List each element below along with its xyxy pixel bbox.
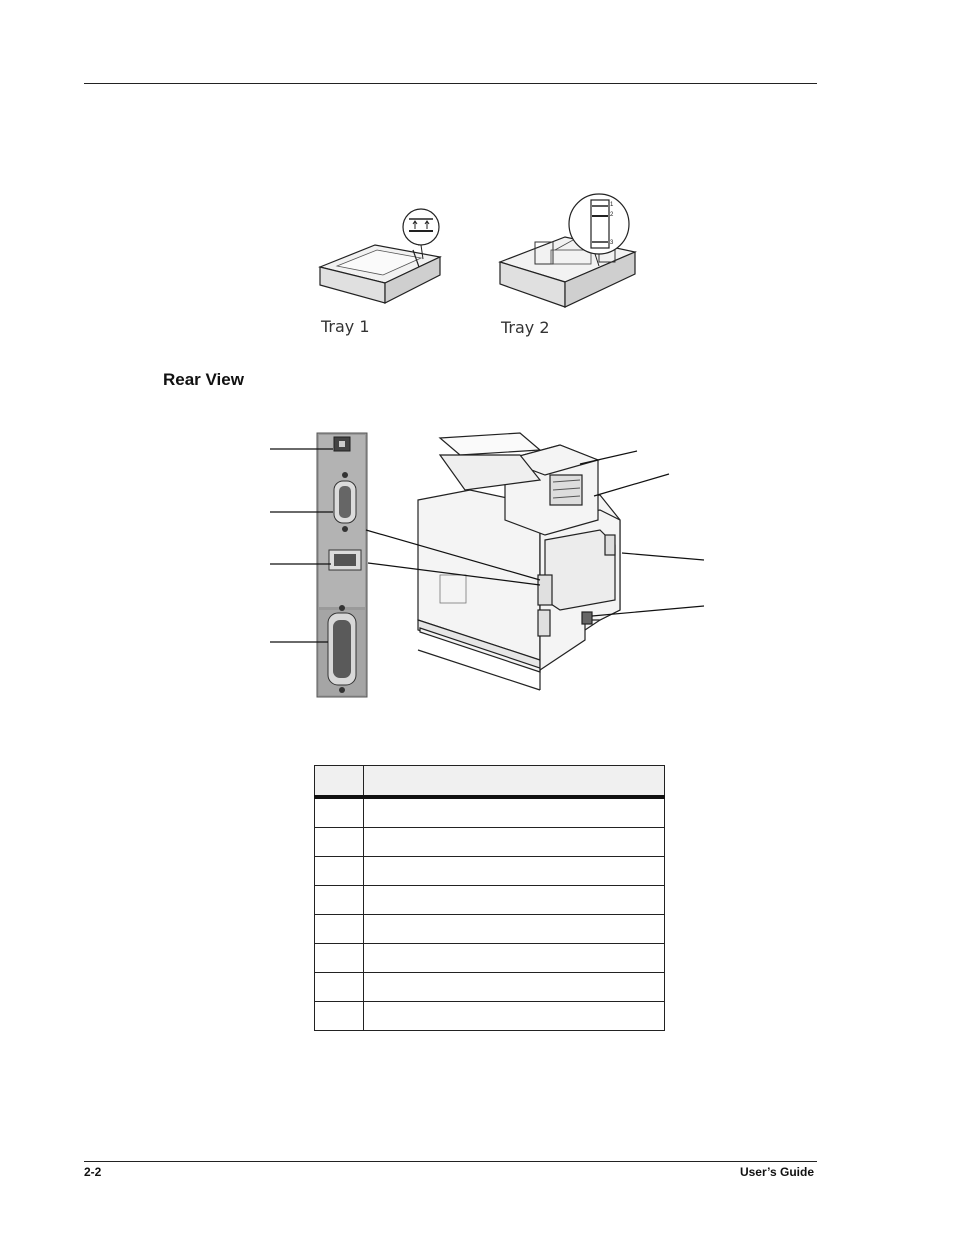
table-row <box>314 1001 665 1031</box>
table-row <box>314 827 665 857</box>
table-row <box>314 796 665 828</box>
table-cell <box>314 796 364 828</box>
tray2-guide-number-1: 1 <box>610 202 614 208</box>
section-title-rear-view: Rear View <box>163 370 244 389</box>
table-cell <box>363 943 665 973</box>
table-row <box>314 885 665 915</box>
printer-rear-illustration <box>417 432 621 691</box>
table-row <box>314 972 665 1002</box>
table-cell <box>363 914 665 944</box>
tray2-guide-number-2: 2 <box>610 212 614 218</box>
table-row <box>314 943 665 973</box>
table-header-row <box>314 765 665 799</box>
table-cell <box>314 972 364 1002</box>
table-cell <box>363 885 665 915</box>
table-row <box>314 914 665 944</box>
table-cell <box>363 1001 665 1031</box>
table-header-number <box>314 765 364 799</box>
table-cell <box>314 885 364 915</box>
connector-panel <box>316 432 368 698</box>
footer-rule <box>84 1161 817 1162</box>
tray2-label: Tray 2 <box>501 318 550 337</box>
table-row <box>314 856 665 886</box>
tray1-label: Tray 1 <box>321 317 370 336</box>
footer-page-number: 2-2 <box>84 1165 102 1179</box>
table-cell <box>314 856 364 886</box>
rear-view-figure <box>270 432 705 698</box>
rear-view-components-table <box>314 765 665 1031</box>
table-header-component <box>363 765 665 799</box>
table-cell <box>363 796 665 828</box>
tray2-illustration: 1 2 3 <box>498 193 637 308</box>
tray2-guide-number-3: 3 <box>610 240 614 246</box>
footer-guide-title: User’s Guide <box>739 1165 814 1179</box>
header-rule <box>84 83 817 84</box>
callout-lines <box>270 448 705 643</box>
table-cell <box>363 856 665 886</box>
table-cell <box>314 827 364 857</box>
table-cell <box>363 972 665 1002</box>
table-cell <box>314 1001 364 1031</box>
table-cell <box>314 943 364 973</box>
table-cell <box>363 827 665 857</box>
tray1-illustration <box>318 208 442 304</box>
table-cell <box>314 914 364 944</box>
